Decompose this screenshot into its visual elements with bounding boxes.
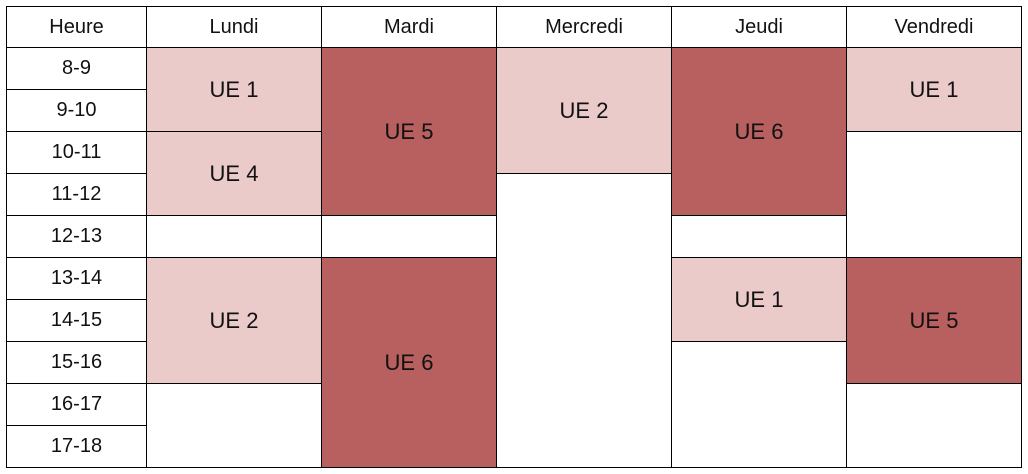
empty-slot-jeudi <box>671 215 847 258</box>
course-block-mardi: UE 5 <box>321 47 497 216</box>
header-day-jeudi: Jeudi <box>671 6 847 48</box>
hour-label: 9-10 <box>6 89 147 132</box>
empty-slot-lundi <box>146 215 322 258</box>
header-day-vendredi: Vendredi <box>846 6 1022 48</box>
header-day-lundi: Lundi <box>146 6 322 48</box>
empty-slot-vendredi <box>846 383 1022 468</box>
empty-slot-lundi <box>146 383 322 468</box>
course-block-mardi: UE 6 <box>321 257 497 468</box>
hour-row: 16-17 <box>6 383 1022 468</box>
hour-label: 16-17 <box>6 383 147 426</box>
empty-slot-vendredi <box>846 131 1022 258</box>
empty-slot-mercredi <box>496 173 672 468</box>
hour-label: 8-9 <box>6 47 147 90</box>
course-block-lundi: UE 1 <box>146 47 322 132</box>
course-block-vendredi: UE 5 <box>846 257 1022 384</box>
course-block-jeudi: UE 1 <box>671 257 847 342</box>
timetable: Heure Lundi Mardi Mercredi Jeudi Vendred… <box>6 6 1022 468</box>
course-block-vendredi: UE 1 <box>846 47 1022 132</box>
hour-label: 17-18 <box>6 425 147 468</box>
hour-row: 9-10 <box>6 89 1022 132</box>
course-block-jeudi: UE 6 <box>671 47 847 216</box>
header-day-mardi: Mardi <box>321 6 497 48</box>
header-hour: Heure <box>6 6 147 48</box>
hour-row: 11-12 <box>6 173 1022 468</box>
course-block-lundi: UE 2 <box>146 257 322 384</box>
hour-label: 10-11 <box>6 131 147 174</box>
hour-row: 15-16 <box>6 341 1022 468</box>
header-row: Heure Lundi Mardi Mercredi Jeudi Vendred… <box>6 6 1022 48</box>
hour-label: 14-15 <box>6 299 147 342</box>
hour-label: 11-12 <box>6 173 147 216</box>
empty-slot-jeudi <box>671 341 847 468</box>
hour-label: 13-14 <box>6 257 147 300</box>
course-block-lundi: UE 4 <box>146 131 322 216</box>
hour-row: 17-18 <box>6 425 1022 468</box>
hour-label: 15-16 <box>6 341 147 384</box>
hour-label: 12-13 <box>6 215 147 258</box>
empty-slot-mardi <box>321 215 497 258</box>
course-block-mercredi: UE 2 <box>496 47 672 174</box>
header-day-mercredi: Mercredi <box>496 6 672 48</box>
